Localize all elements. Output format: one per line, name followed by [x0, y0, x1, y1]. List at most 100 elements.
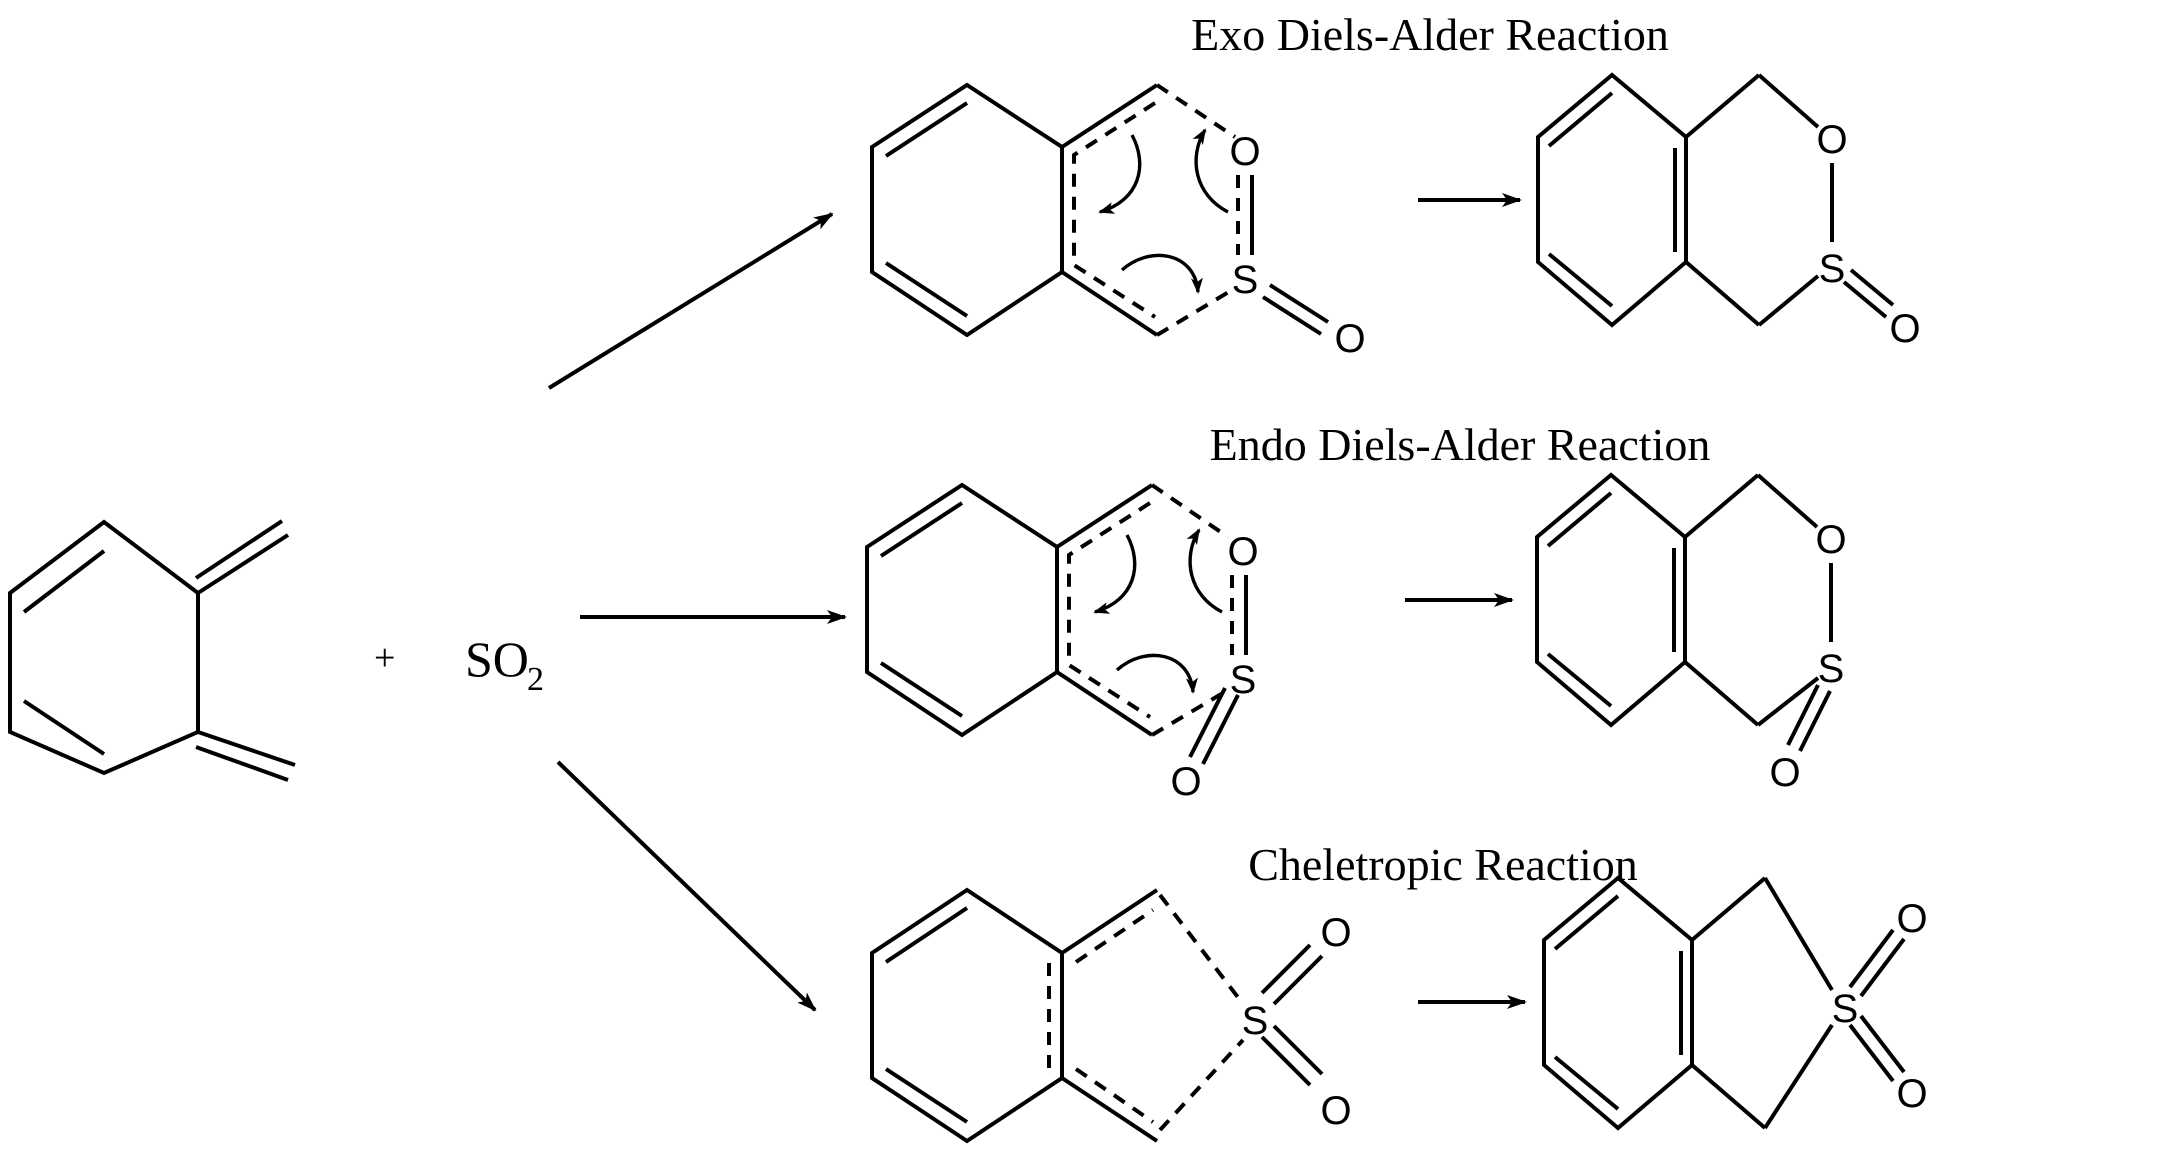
chel-product-benzene-ring	[1542, 875, 1694, 1131]
endo-ts-benzene-ring	[865, 482, 1059, 738]
endo-ts-bond-s-o-a	[1188, 687, 1227, 758]
exo-ts-bond-s-o-b	[1261, 295, 1323, 336]
exo-ts-partial-diene	[1072, 101, 1157, 319]
chel-product-inner-double-2	[1553, 1055, 1620, 1111]
endo-ts-curly-arrow-2	[1186, 528, 1223, 614]
endo-product-bond-ch2-bottom	[1683, 660, 1760, 727]
exo-ts-bond-ch2-bottom	[1060, 270, 1159, 337]
endo-ts-inner-double-bottom	[879, 661, 964, 718]
exo-ts-inner-double-top	[884, 101, 969, 158]
chel-product-bond-s-o-bottom-b	[1859, 1014, 1906, 1074]
endo-product-inner-double-1	[1546, 491, 1613, 548]
endo-ts-atom-o-ring: O	[1227, 530, 1258, 574]
endo-ts-atom-s: S	[1230, 658, 1257, 702]
endo-ts-inner-double-top	[879, 501, 964, 558]
exo-product-inner-double-1	[1547, 91, 1614, 148]
exo-product-inner-double-2	[1547, 252, 1614, 308]
endo-product-bond-s-o-b	[1798, 690, 1832, 752]
title-endo: Endo Diels-Alder Reaction	[1210, 419, 1711, 470]
exocyclic-methylene-bottom	[197, 730, 296, 767]
diene-inner-double-bond-bottom	[22, 699, 106, 756]
endo-product-atom-s: S	[1818, 647, 1845, 691]
exo-ts-curly-arrow-1	[1098, 134, 1142, 214]
chel-product-bond-s-o-top-b	[1859, 937, 1906, 998]
chel-ts-benzene-ring	[870, 887, 1064, 1144]
exo-product-atom-s: S	[1819, 247, 1846, 291]
chel-ts-bond-s-o-bottom-a	[1260, 1035, 1312, 1087]
exocyclic-methylene-bottom-double	[195, 745, 289, 782]
exocyclic-methylene-top-double	[194, 519, 284, 580]
reactant-diene	[8, 519, 296, 782]
diene-ring-bonds	[8, 519, 200, 776]
chel-ts-partial-bottom	[1074, 1067, 1155, 1124]
exo-ts-atom-o-ring: O	[1229, 130, 1260, 174]
endo-product-bond-s-o-a	[1786, 684, 1820, 746]
exo-product-bond-s-o-a	[1849, 268, 1895, 307]
chel-ts-partial-top	[1074, 908, 1155, 964]
chel-product-atom-o-top: O	[1896, 897, 1927, 941]
exo-product-bond-ch2-s	[1757, 274, 1820, 327]
chel-product-atom-o-bottom: O	[1896, 1072, 1927, 1116]
exo-ts-atom-o-exo: O	[1334, 317, 1365, 361]
endo-product-bond-ch2-top	[1683, 473, 1760, 539]
endo-ts-partial-c-s	[1150, 688, 1230, 737]
chel-ts-bond-ch2-top	[1060, 888, 1159, 955]
endo-ts-curly-arrow-3	[1115, 653, 1198, 694]
endo-product-inner-double-2	[1546, 652, 1613, 708]
exo-ts-curly-arrow-2	[1192, 128, 1229, 214]
chel-ts-bond-s-o-bottom-b	[1272, 1024, 1324, 1076]
exo-product-bond-ch2-top	[1684, 73, 1761, 139]
chel-product-bond-s-o-bottom-a	[1848, 1023, 1895, 1083]
exo-product-benzene-ring	[1536, 72, 1688, 328]
exo-ts-curly-arrow-3	[1120, 253, 1203, 294]
plus-sign: +	[374, 637, 395, 679]
endo-ts-curly-arrow-1	[1093, 534, 1137, 614]
exo-ts-partial-c-o	[1155, 83, 1237, 139]
exo-ts-benzene-ring	[870, 82, 1064, 338]
chel-ts-atom-s: S	[1242, 999, 1269, 1043]
endo-product-atom-o-endo: O	[1769, 751, 1800, 795]
chel-product-atom-s: S	[1832, 987, 1859, 1031]
endo-transition-state: O S O	[865, 482, 1259, 804]
chel-ts-bond-s-o-top-a	[1260, 943, 1312, 995]
exo-ts-atom-s: S	[1232, 258, 1259, 302]
endo-ts-partial-c-o	[1150, 483, 1230, 539]
endo-product: O S O	[1535, 472, 1847, 795]
exocyclic-methylene-top	[196, 533, 290, 595]
chel-ts-bond-ch2-bottom	[1060, 1076, 1159, 1143]
exo-product: O S O	[1536, 72, 1921, 351]
endo-product-bond-ch2-s	[1756, 676, 1820, 727]
arrow-to-cheletropic	[556, 760, 817, 1012]
chel-ts-bond-s-o-top-b	[1272, 954, 1324, 1006]
exo-ts-bond-s-o-a	[1268, 283, 1330, 324]
chel-ts-partial-c-s-bottom	[1158, 1038, 1245, 1132]
exo-ts-inner-double-bottom	[884, 261, 969, 318]
chel-product-bond-ch2-top	[1690, 876, 1767, 942]
chel-ts-atom-o-bottom: O	[1320, 1089, 1351, 1133]
endo-product-bond-ch2-o	[1756, 473, 1819, 529]
chel-product-bond-ch2-s-bottom	[1763, 1023, 1834, 1130]
exo-product-bond-ch2-o	[1757, 73, 1820, 129]
endo-ts-bond-s-o-b	[1201, 694, 1240, 765]
chel-ts-partial-c-s-top	[1158, 893, 1242, 1002]
cheletropic-product: S O O	[1542, 875, 1928, 1131]
chel-ts-inner-double-bottom	[884, 1067, 969, 1124]
exo-ts-bond-ch2-top	[1060, 83, 1159, 149]
title-exo: Exo Diels-Alder Reaction	[1191, 9, 1669, 60]
exo-product-atom-o-exo: O	[1889, 307, 1920, 351]
exo-transition-state: O S O	[870, 82, 1366, 361]
exo-product-atom-o-ring: O	[1816, 118, 1847, 162]
exo-product-bond-s-o-b	[1842, 280, 1888, 319]
chel-ts-atom-o-top: O	[1320, 911, 1351, 955]
chel-product-bond-s-o-top-a	[1848, 928, 1895, 989]
endo-product-atom-o-ring: O	[1815, 518, 1846, 562]
exo-product-bond-ch2-bottom	[1684, 260, 1761, 327]
reagent-so2-main: SO	[465, 631, 529, 687]
title-cheletropic: Cheletropic Reaction	[1248, 839, 1638, 890]
chel-ts-inner-double-top	[884, 906, 969, 964]
endo-product-benzene-ring	[1535, 472, 1687, 728]
chel-product-bond-ch2-bottom	[1690, 1063, 1767, 1130]
endo-ts-partial-diene	[1067, 501, 1152, 719]
exo-ts-partial-c-s	[1155, 288, 1234, 337]
